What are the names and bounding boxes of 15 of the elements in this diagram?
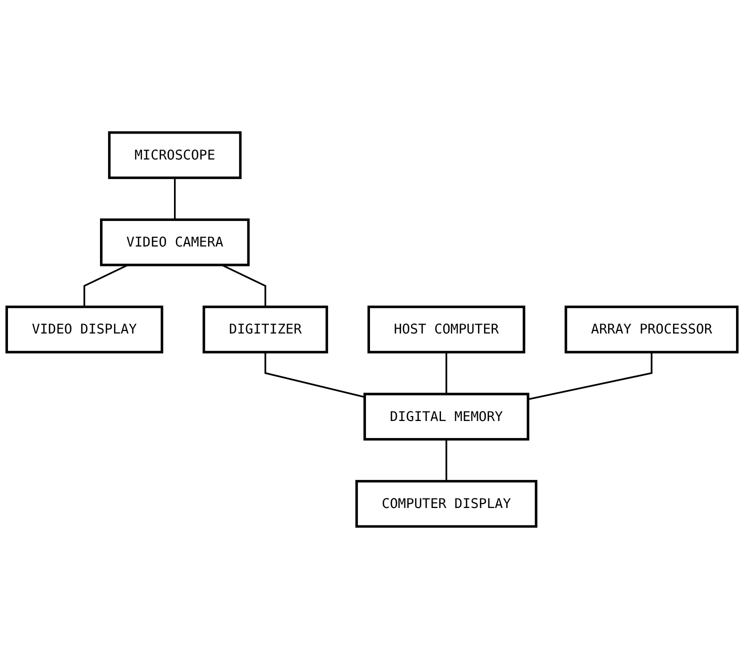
connector <box>221 264 266 307</box>
node-box: MICROSCOPE <box>108 131 242 180</box>
node-box: VIDEO CAMERA <box>100 218 250 266</box>
node-box: ARRAY PROCESSOR <box>564 306 739 354</box>
node-box: DIGITIZER <box>202 306 328 354</box>
node-box: VIDEO DISPLAY <box>5 306 164 354</box>
connector <box>446 439 448 482</box>
connector <box>84 264 128 307</box>
connector <box>264 352 365 398</box>
node-box: COMPUTER DISPLAY <box>355 480 538 528</box>
connector <box>528 352 652 400</box>
node-box: HOST COMPUTER <box>367 306 526 354</box>
node-box: DIGITAL MEMORY <box>363 392 530 441</box>
connector <box>446 352 448 394</box>
connector <box>174 178 176 220</box>
